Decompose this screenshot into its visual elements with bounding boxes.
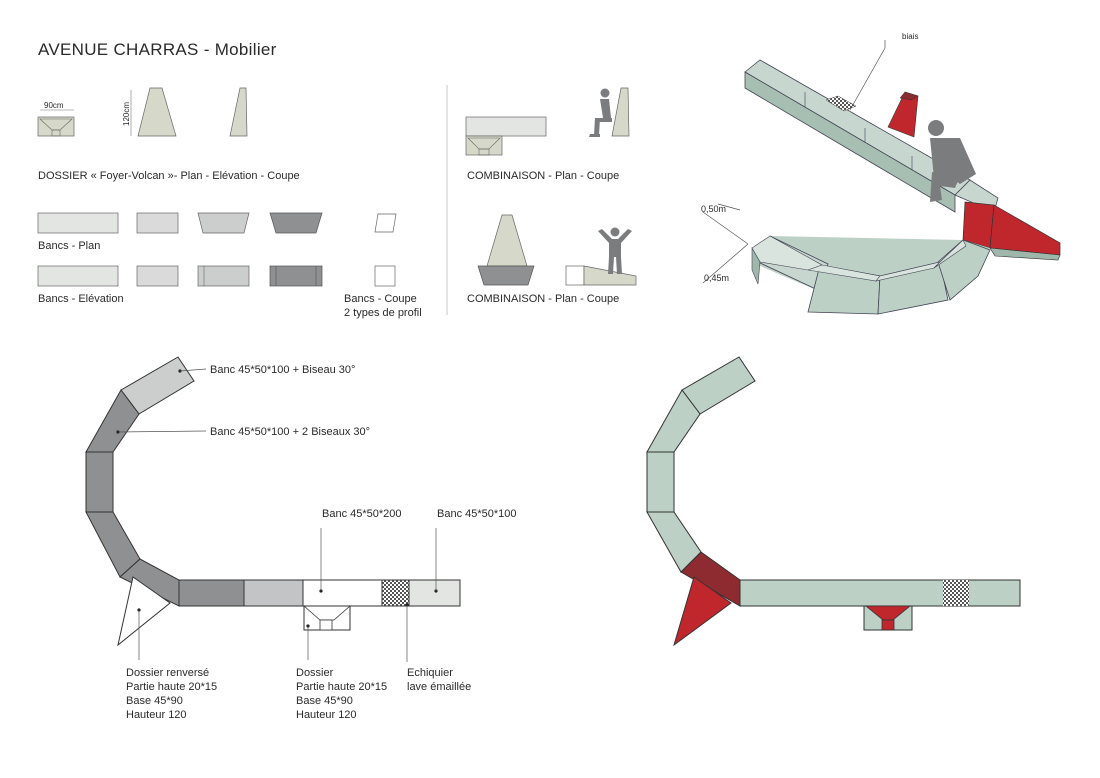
dim-045: 0,45m — [704, 273, 729, 283]
annot-echiquier-1: Echiquier — [407, 667, 453, 679]
dossier-caption: DOSSIER « Foyer-Volcan »- Plan - Elévati… — [38, 170, 300, 182]
dim-050: 0,50m — [701, 204, 726, 214]
annot-dossier-renverse-2: Partie haute 20*15 — [126, 681, 217, 693]
annot-banc-biseau: Banc 45*50*100 + Biseau 30° — [210, 364, 355, 376]
perspective-person-icon — [928, 120, 976, 202]
annot-dossier-1: Dossier — [296, 667, 334, 679]
standing-person-icon — [598, 227, 632, 274]
annot-banc-100: Banc 45*50*100 — [437, 508, 517, 520]
annot-dossier-renverse-4: Hauteur 120 — [126, 709, 187, 721]
annot-banc-200: Banc 45*50*200 — [322, 508, 402, 520]
annot-banc-2-biseaux: Banc 45*50*100 + 2 Biseaux 30° — [210, 426, 370, 438]
plan-colored — [646, 356, 1021, 647]
combinaison-1: COMBINAISON - Plan - Coupe — [465, 87, 630, 182]
dossier-height-dim: 120cm — [122, 102, 131, 126]
dossier-coupe — [229, 87, 248, 137]
dossier-plan: 90cm — [37, 101, 75, 137]
annot-dossier-2: Partie haute 20*15 — [296, 681, 387, 693]
bancs-plan-label: Bancs - Plan — [38, 240, 100, 252]
annot-dossier-renverse-3: Base 45*90 — [126, 695, 183, 707]
bancs-plan-row: Bancs - Plan — [37, 212, 397, 252]
plan-annotations: Banc 45*50*100 + Biseau 30° Banc 45*50*1… — [126, 364, 517, 721]
page-title: AVENUE CHARRAS - Mobilier — [38, 40, 277, 59]
combinaison-label-2: COMBINAISON - Plan - Coupe — [467, 293, 619, 305]
dossier-elevation: 120cm — [122, 87, 177, 137]
dossier-drawings: 90cm 120cm DOSSIER « Foyer-Volcan »- Pla… — [37, 87, 300, 182]
bench-perspective: 0,50m 0,45m biais — [701, 32, 1061, 315]
combinaison-2: COMBINAISON - Plan - Coupe — [467, 214, 637, 305]
perspective-dimensions: 0,50m 0,45m — [701, 203, 749, 284]
seated-person-icon — [589, 88, 612, 137]
bancs-coupe-sub: 2 types de profil — [344, 307, 422, 319]
annot-dossier-renverse-1: Dossier renversé — [126, 667, 209, 679]
annot-dossier-4: Hauteur 120 — [296, 709, 357, 721]
biais-label: biais — [902, 32, 918, 41]
plan-gray — [85, 356, 461, 662]
bancs-coupe-label: Bancs - Coupe — [344, 293, 417, 305]
annot-echiquier-2: lave émaillée — [407, 681, 471, 693]
combinaison-label-1: COMBINAISON - Plan - Coupe — [467, 170, 619, 182]
bancs-elevation-label: Bancs - Elévation — [38, 293, 124, 305]
bancs-elevation-row: Bancs - Elévation Bancs - Coupe 2 types … — [37, 265, 422, 319]
annot-dossier-3: Base 45*90 — [296, 695, 353, 707]
dossier-width-dim: 90cm — [44, 101, 64, 110]
